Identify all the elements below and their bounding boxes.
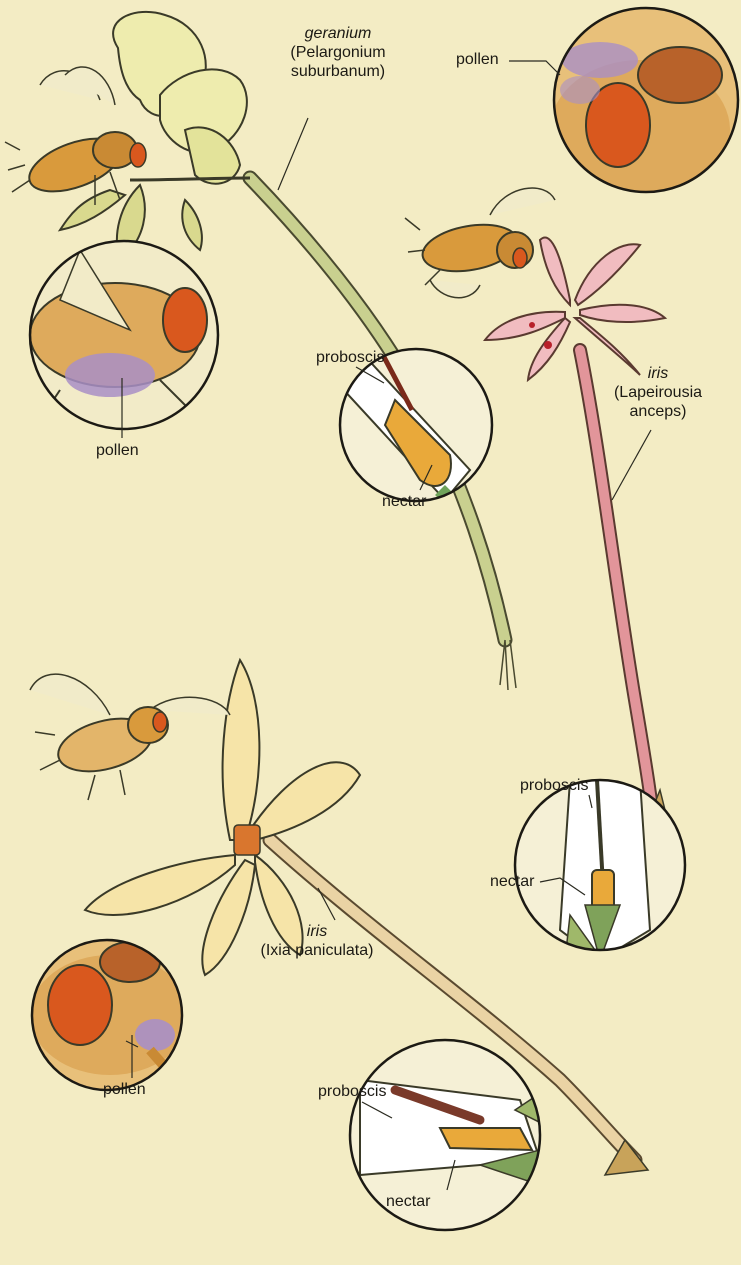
lapeirousia-scientific-line1: (Lapeirousia [598, 383, 718, 402]
nectar-label-ixia: nectar [386, 1192, 430, 1211]
pollen-label-bottom-left: pollen [103, 1080, 146, 1099]
ixia-label: iris (Ixia paniculata) [242, 922, 392, 960]
inset-lapeirousia-nectar [515, 780, 685, 960]
lapeirousia-scientific-line2: anceps) [598, 402, 718, 421]
nectar-label-lapeirousia: nectar [490, 872, 534, 891]
lapeirousia-petal [580, 305, 665, 322]
proboscis-label-geranium: proboscis [316, 348, 384, 367]
ixia-petal [85, 855, 235, 915]
ixia-common-name: iris [242, 922, 392, 941]
proboscis-label-lapeirousia: proboscis [520, 776, 588, 795]
lapeirousia-petal [575, 244, 640, 305]
proboscis-label-ixia: proboscis [318, 1082, 386, 1101]
nectar-label-geranium: nectar [382, 492, 426, 511]
geranium-scientific-line1: (Pelargonium [278, 43, 398, 62]
inset-pollen-top-right [550, 8, 738, 200]
lapeirousia-common-name: iris [598, 364, 718, 383]
geranium-leaf [182, 200, 202, 250]
geranium-label: geranium (Pelargonium suburbanum) [278, 24, 398, 81]
geranium-scientific-line2: suburbanum) [278, 62, 398, 81]
fly-on-lapeirousia [405, 188, 555, 298]
ixia-petal [223, 660, 260, 840]
ixia-scientific-name: (Ixia paniculata) [242, 941, 392, 960]
inset-pollen-top-left [30, 241, 218, 429]
inset-pollen-bottom-left [30, 940, 190, 1090]
fly-on-ixia [30, 674, 230, 800]
lapeirousia-plant [485, 238, 668, 861]
pollen-label-top-right: pollen [456, 50, 499, 69]
lapeirousia-label: iris (Lapeirousia anceps) [598, 364, 718, 421]
inset-ixia-nectar [350, 1040, 560, 1230]
ixia-petal [250, 762, 360, 840]
fly-on-geranium [5, 67, 146, 205]
geranium-common-name: geranium [278, 24, 398, 43]
pollen-label-top-left: pollen [96, 441, 139, 460]
geranium-leaf [60, 190, 125, 230]
lapeirousia-petal [540, 238, 570, 306]
